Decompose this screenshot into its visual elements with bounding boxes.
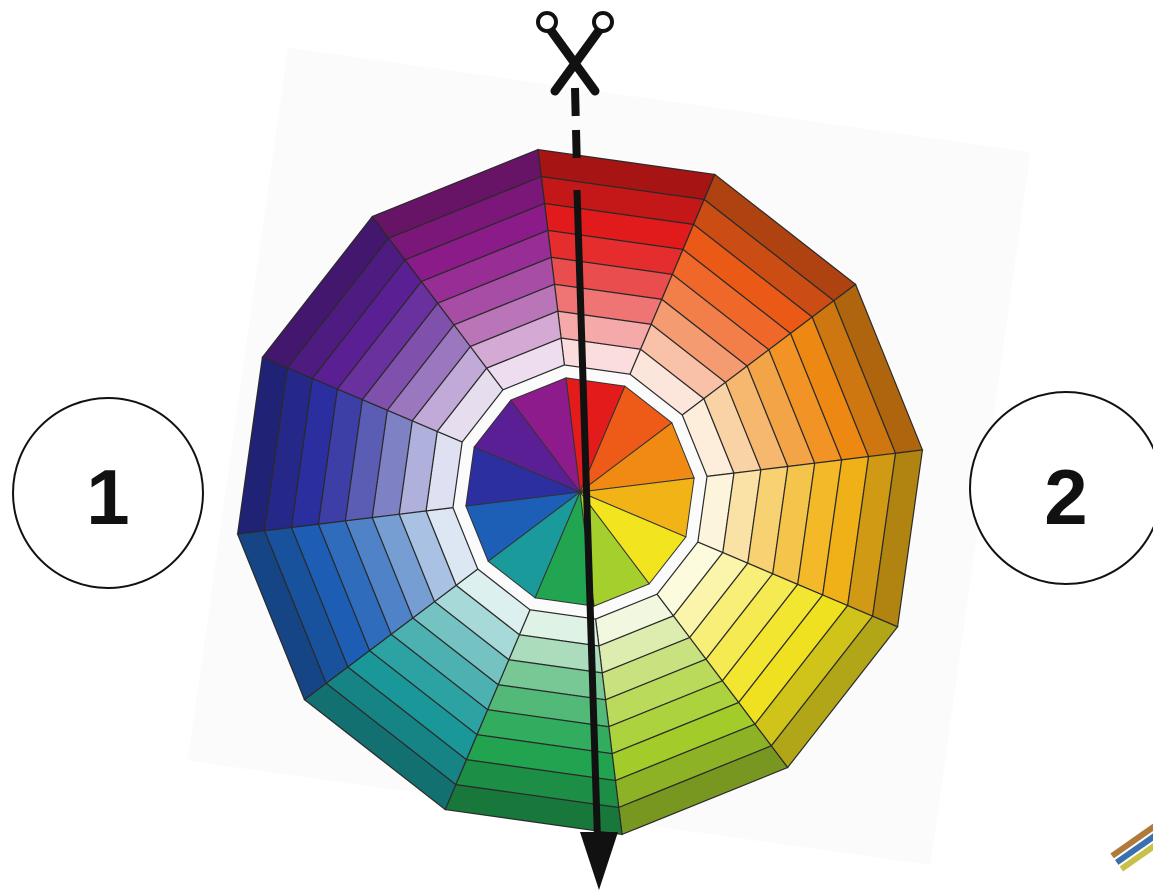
- brushes-decoration-icon: [1110, 819, 1153, 871]
- label-two: 2: [1006, 458, 1126, 536]
- label-one: 1: [48, 458, 168, 536]
- scissors-icon: [538, 13, 612, 91]
- arrow-down-icon: [580, 832, 618, 890]
